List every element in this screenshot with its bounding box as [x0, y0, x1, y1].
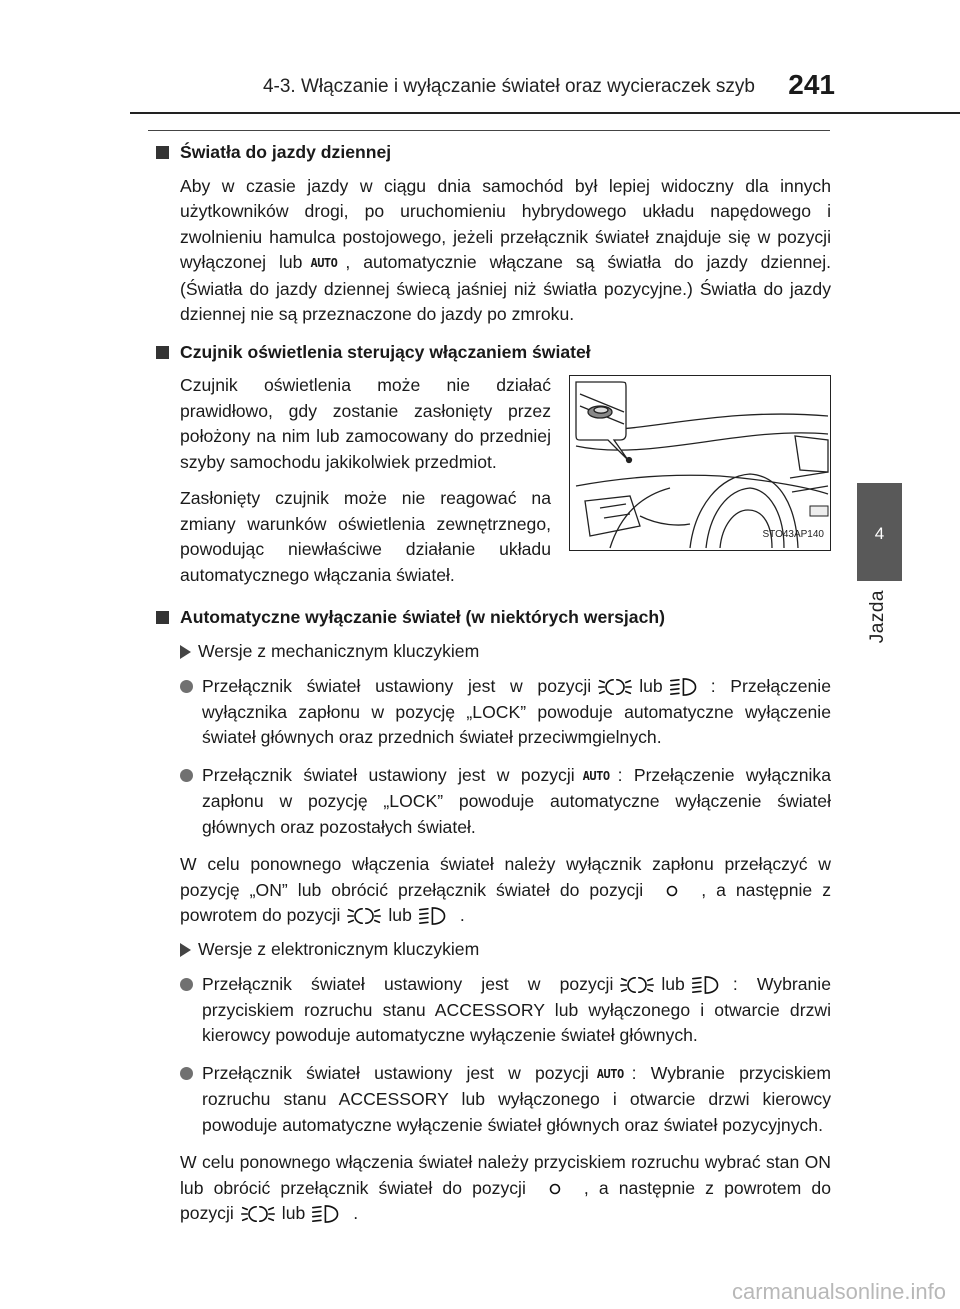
mech-b1-text-b: : Przełączenie wyłącznika zapłonu w pozy…	[202, 676, 831, 747]
mech-paragraph: W celu ponownego włączenia świateł należ…	[180, 852, 831, 929]
mech-b1-text-a: Przełącznik świateł ustawiony jest w poz…	[202, 676, 592, 696]
light-sensor-illustration: STO43AP140	[569, 375, 831, 551]
mech-p-text-a: W celu ponownego włączenia świateł należ…	[180, 854, 831, 900]
header-rule	[130, 112, 960, 114]
section-title-sensor: Czujnik oświetlenia sterujący włączaniem…	[156, 340, 831, 366]
page-content: Światła do jazdy dziennej Aby w czasie j…	[156, 140, 831, 1232]
elec-paragraph: W celu ponownego włączenia świateł należ…	[180, 1150, 831, 1227]
sensor-block: Czujnik oświetlenia może nie działać pra…	[180, 373, 831, 599]
figure-code: STO43AP140	[762, 528, 824, 540]
off-position-icon	[661, 881, 683, 901]
headlight-icon	[669, 676, 705, 698]
auto-icon: AUTO	[582, 768, 610, 783]
drl-text-a: Aby w czasie jazdy w ciągu dnia samochód…	[180, 175, 831, 273]
page-header: 4-3. Włączanie i wyłączanie świateł oraz…	[0, 0, 960, 131]
drl-paragraph: Aby w czasie jazdy w ciągu dnia samochód…	[180, 174, 831, 328]
chapter-label: Jazda	[867, 590, 888, 644]
elec-b1-lub: lub	[661, 974, 685, 994]
elec-b1-text-a: Przełącznik świateł ustawiony jest w poz…	[202, 974, 614, 994]
watermark[interactable]: carmanualsonline.info	[731, 1279, 946, 1304]
mech-bullet-2: Przełącznik świateł ustawiony jest w poz…	[180, 763, 831, 841]
mech-p-lub: lub	[388, 905, 412, 925]
auto-icon: AUTO	[596, 1066, 624, 1081]
page-number: 241	[788, 69, 835, 100]
sensor-paragraph-2: Zasłonięty czujnik może nie reagować na …	[180, 488, 551, 585]
elec-b2-text-a: Przełącznik świateł ustawiony jest w poz…	[202, 1062, 589, 1083]
elec-bullet-1: Przełącznik świateł ustawiony jest w poz…	[180, 972, 831, 1049]
sensor-paragraph-1: Czujnik oświetlenia może nie działać pra…	[180, 375, 551, 472]
side-light-icon	[240, 1203, 276, 1225]
elec-p-text-a: W celu ponownego włączenia świateł należ…	[180, 1152, 831, 1198]
off-position-icon	[544, 1179, 566, 1199]
side-light-icon	[346, 905, 382, 927]
section-title-drl: Światła do jazdy dziennej	[156, 140, 831, 166]
elec-p-lub: lub	[281, 1203, 306, 1223]
chapter-tab[interactable]: 4	[857, 483, 902, 581]
section-title-auto-off: Automatyczne wyłączanie świateł (w niekt…	[156, 605, 831, 631]
elec-b2-text-b: : Wybranie przyciskiem rozruchu stanu AC…	[202, 1062, 831, 1135]
mech-b1-lub: lub	[639, 676, 663, 696]
header-title: 4-3. Włączanie i wyłączanie świateł oraz…	[262, 76, 755, 97]
auto-icon: AUTO	[310, 256, 338, 270]
content-rule	[148, 130, 830, 131]
drl-text-b: , automatycznie włączane są światła do j…	[180, 252, 831, 324]
headlight-icon	[691, 974, 727, 996]
mech-b2-text-a: Przełącznik świateł ustawiony jest w poz…	[202, 764, 575, 785]
elec-bullet-2: Przełącznik świateł ustawiony jest w poz…	[180, 1061, 831, 1139]
side-light-icon	[597, 676, 633, 698]
elec-b1-text-b: : Wybranie przyciskiem rozruchu stanu AC…	[202, 974, 831, 1045]
elec-p-text-b: , a następnie z powrotem do pozycji	[180, 1177, 832, 1224]
headlight-icon	[418, 905, 454, 927]
mech-b2-text-b: : Przełączenie wyłącznika zapłonu w pozy…	[202, 764, 831, 837]
side-light-icon	[619, 974, 655, 996]
elec-key-label: Wersje z elektronicznym kluczykiem	[180, 937, 831, 963]
elec-p-end: .	[353, 1203, 359, 1223]
mech-key-label: Wersje z mechanicznym kluczykiem	[180, 639, 831, 665]
mech-p-text-b: , a następnie z powrotem do pozycji	[180, 879, 831, 926]
mech-p-end: .	[459, 905, 465, 925]
headlight-icon	[311, 1203, 347, 1225]
mech-bullet-1: Przełącznik świateł ustawiony jest w poz…	[180, 674, 831, 751]
